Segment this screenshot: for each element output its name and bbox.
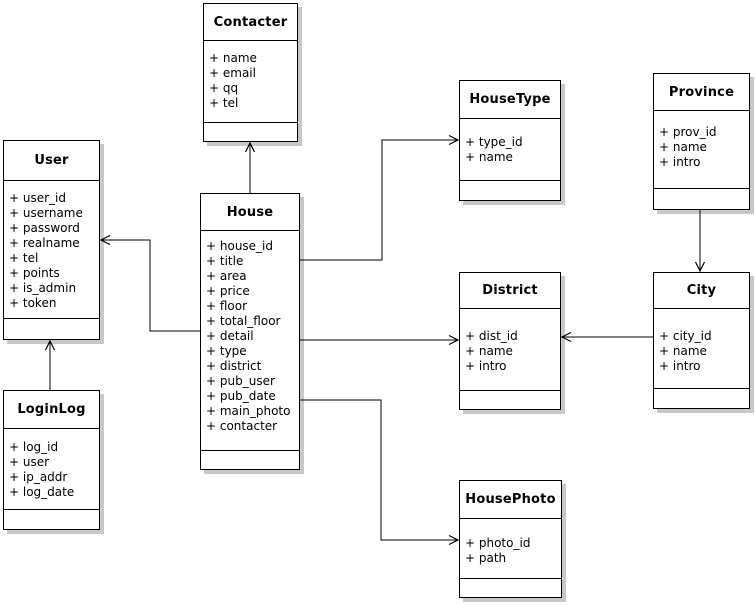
entity-title: City [654, 273, 749, 309]
attribute-row: + path [465, 551, 507, 565]
attribute-row: + main_photo [206, 404, 291, 418]
entity-attributes: + log_id+ user+ ip_addr+ log_date [4, 429, 99, 510]
attribute-row: + qq [209, 81, 239, 95]
entity-empty-compartment [4, 510, 99, 529]
attribute-row: + email [209, 66, 256, 80]
attribute-row: + is_admin [9, 281, 77, 295]
entity-loginlog[interactable]: LoginLog+ log_id+ user+ ip_addr+ log_dat… [3, 390, 100, 530]
relationship-house-user-line [99, 234, 200, 332]
entity-user[interactable]: User+ user_id+ username+ password+ realn… [3, 140, 100, 340]
entity-empty-compartment [460, 181, 560, 200]
entity-attributes: + type_id+ name [460, 119, 560, 181]
entity-attributes: + user_id+ username+ password+ realname+… [4, 181, 99, 319]
attribute-row: + intro [659, 155, 701, 169]
entity-attributes: + photo_id+ path [460, 519, 561, 579]
entity-house[interactable]: House+ house_id+ title+ area+ price+ flo… [200, 193, 300, 470]
attribute-row: + prov_id [659, 125, 717, 139]
attribute-row: + log_date [9, 485, 75, 499]
entity-housephoto[interactable]: HousePhoto+ photo_id+ path [459, 480, 562, 598]
entity-attributes: + house_id+ title+ area+ price+ floor+ t… [201, 231, 299, 451]
entity-attributes: + city_id+ name+ intro [654, 309, 749, 389]
attribute-row: + contacter [206, 419, 278, 433]
entity-title: Contacter [204, 4, 297, 41]
attribute-row: + ip_addr [9, 470, 68, 484]
entity-empty-compartment [460, 579, 561, 597]
entity-attributes: + name+ email+ qq+ tel [204, 41, 297, 123]
attribute-row: + name [659, 140, 707, 154]
entity-empty-compartment [460, 391, 560, 409]
entity-title: HouseType [460, 81, 560, 119]
attribute-row: + type [206, 344, 247, 358]
entity-empty-compartment [201, 451, 299, 469]
attribute-row: + realname [9, 236, 80, 250]
attribute-row: + name [465, 150, 513, 164]
entity-title: HousePhoto [460, 481, 561, 519]
attribute-row: + user [9, 455, 50, 469]
attribute-row: + tel [9, 251, 39, 265]
attribute-row: + points [9, 266, 60, 280]
attribute-row: + area [206, 269, 247, 283]
attribute-row: + pub_user [206, 374, 275, 388]
attribute-row: + username [9, 206, 83, 220]
attribute-row: + intro [465, 359, 507, 373]
relationship-house-housetype-line [300, 134, 460, 261]
attribute-row: + house_id [206, 239, 274, 253]
entity-title: House [201, 194, 299, 231]
attribute-row: + user_id [9, 191, 66, 205]
entity-attributes: + dist_id+ name+ intro [460, 309, 560, 391]
entity-title: District [460, 273, 560, 309]
attribute-row: + name [659, 344, 707, 358]
attribute-row: + price [206, 284, 250, 298]
attribute-row: + photo_id [465, 536, 531, 550]
attribute-row: + detail [206, 329, 254, 343]
attribute-row: + name [209, 51, 257, 65]
entity-empty-compartment [654, 189, 749, 209]
attribute-row: + floor [206, 299, 248, 313]
attribute-row: + tel [209, 96, 239, 110]
entity-housetype[interactable]: HouseType+ type_id+ name [459, 80, 561, 201]
entity-empty-compartment [4, 319, 99, 339]
attribute-row: + name [465, 344, 513, 358]
attribute-row: + intro [659, 359, 701, 373]
attribute-row: + city_id [659, 329, 712, 343]
attribute-row: + title [206, 254, 244, 268]
attribute-row: + type_id [465, 135, 523, 149]
attribute-row: + password [9, 221, 80, 235]
entity-title: Province [654, 74, 749, 111]
attribute-row: + pub_date [206, 389, 276, 403]
attribute-row: + log_id [9, 440, 59, 454]
attribute-row: + total_floor [206, 314, 281, 328]
entity-title: LoginLog [4, 391, 99, 429]
entity-district[interactable]: District+ dist_id+ name+ intro [459, 272, 561, 410]
attribute-row: + dist_id [465, 329, 518, 343]
entity-contacter[interactable]: Contacter+ name+ email+ qq+ tel [203, 3, 298, 142]
entity-province[interactable]: Province+ prov_id+ name+ intro [653, 73, 750, 210]
attribute-row: + token [9, 296, 57, 310]
entity-attributes: + prov_id+ name+ intro [654, 111, 749, 189]
entity-city[interactable]: City+ city_id+ name+ intro [653, 272, 750, 409]
entity-title: User [4, 141, 99, 181]
entity-empty-compartment [654, 389, 749, 408]
entity-empty-compartment [204, 123, 297, 141]
relationship-house-housephoto-line [300, 399, 460, 546]
attribute-row: + district [206, 359, 262, 373]
